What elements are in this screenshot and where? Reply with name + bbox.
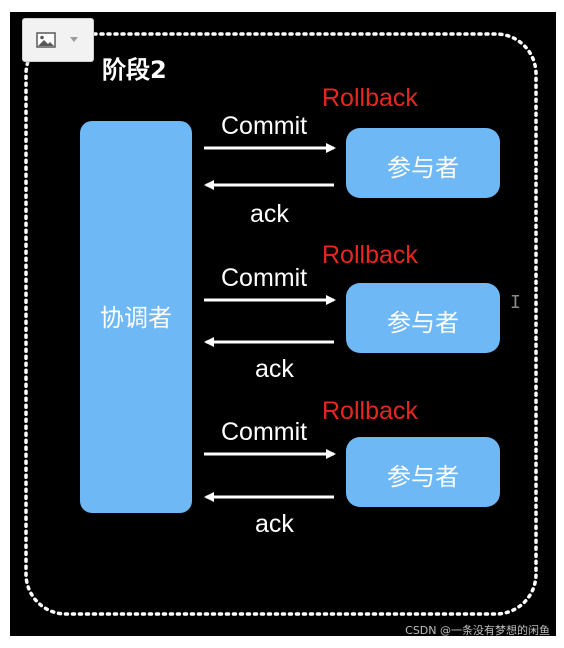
ack-label: ack [250, 200, 289, 228]
commit-label: Commit [221, 418, 308, 446]
stage-title: 阶段2 [102, 56, 167, 84]
coordinator-box [80, 121, 192, 513]
rollback-label: Rollback [322, 397, 418, 425]
rollback-label: Rollback [322, 84, 418, 112]
ack-label: ack [255, 355, 294, 383]
image-icon[interactable] [36, 32, 56, 48]
participant-box [346, 128, 500, 198]
participant-label: 参与者 [387, 463, 459, 491]
commit-label: Commit [221, 112, 308, 140]
text-cursor-icon: I [510, 292, 521, 313]
ack-label: ack [255, 510, 294, 538]
chevron-down-icon[interactable] [70, 37, 78, 42]
coordinator-label: 协调者 [100, 304, 172, 332]
participant-label: 参与者 [387, 309, 459, 337]
image-toolbar[interactable] [22, 18, 94, 62]
participant-box [346, 437, 500, 507]
watermark: CSDN @一条没有梦想的闲鱼 [405, 624, 550, 637]
rollback-label: Rollback [322, 241, 418, 269]
dotted-frame [24, 32, 538, 616]
participant-label: 参与者 [387, 154, 459, 182]
commit-label: Commit [221, 264, 308, 292]
participant-box [346, 283, 500, 353]
